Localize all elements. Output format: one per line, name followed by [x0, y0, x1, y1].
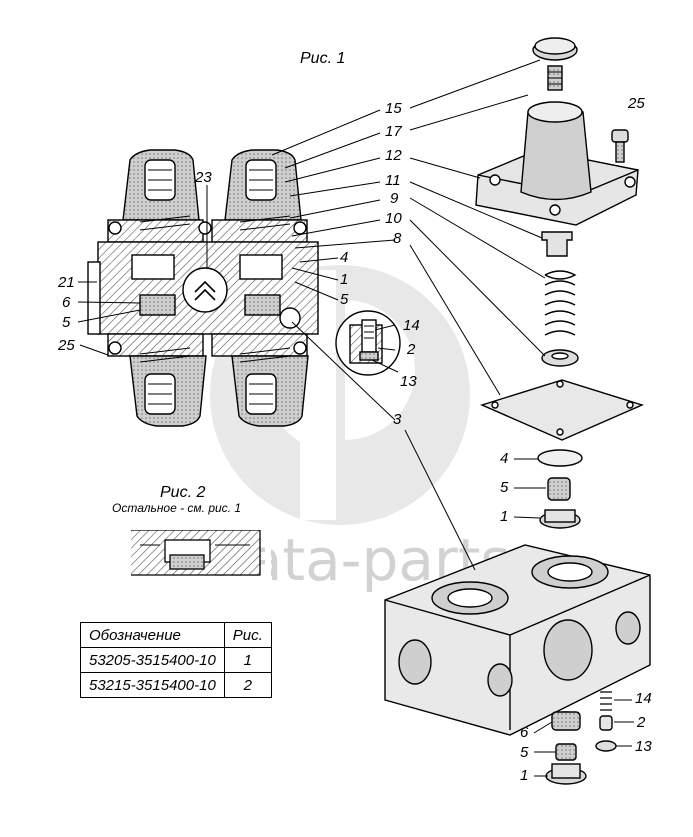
exploded-parts: [384, 37, 651, 785]
callout-9: 9: [390, 190, 399, 207]
table-header-figure: Рис.: [223, 622, 272, 648]
table-header-designation: Обозначение: [80, 622, 225, 648]
table-cell-figure: 1: [223, 647, 272, 673]
callout-3: 3: [393, 411, 402, 428]
callout-14-exploded: 14: [635, 690, 652, 707]
callout-labels: 15 17 12 11 9 10 8 23 4 1 5 21 6 5 25 25…: [57, 95, 652, 784]
designation-table: Обозначение Рис. 53205-3515400-10 1 5321…: [80, 622, 272, 698]
callout-2: 2: [406, 341, 416, 358]
callout-14: 14: [403, 317, 420, 334]
table-header-row: Обозначение Рис.: [80, 622, 272, 648]
table-row: 53205-3515400-10 1: [80, 647, 272, 673]
figure1-caption: Рис. 1: [300, 50, 345, 67]
callout-13: 13: [400, 373, 417, 390]
callout-5-exploded: 5: [500, 479, 509, 496]
callout-1-exploded: 1: [500, 508, 508, 525]
callout-6: 6: [62, 294, 71, 311]
callout-12: 12: [385, 147, 402, 164]
callout-4: 4: [340, 249, 348, 266]
lower-leader-lines: [513, 458, 634, 777]
callout-2-exploded: 2: [636, 714, 646, 731]
callout-23: 23: [194, 169, 212, 186]
table-cell-designation: 53215-3515400-10: [80, 672, 225, 698]
callout-17: 17: [385, 123, 402, 140]
sectional-view: [87, 149, 401, 427]
leader-lines: [77, 59, 546, 571]
callout-5-left: 5: [62, 314, 71, 331]
callout-1-lower: 1: [520, 767, 528, 784]
callout-25: 25: [627, 95, 645, 112]
table-row: 53215-3515400-10 2: [80, 672, 272, 698]
figure2-note: Остальное - см. рис. 1: [112, 501, 241, 515]
callout-25-left: 25: [57, 337, 75, 354]
figure2-detail: [125, 524, 271, 582]
table-cell-figure: 2: [223, 672, 272, 698]
callout-10: 10: [385, 210, 402, 227]
callout-6-exploded: 6: [520, 724, 529, 741]
callout-21: 21: [57, 274, 75, 291]
callout-13-exploded: 13: [635, 738, 652, 755]
callout-11: 11: [385, 172, 401, 189]
callout-5: 5: [340, 291, 349, 308]
callout-1: 1: [340, 271, 348, 288]
callout-8: 8: [393, 230, 402, 247]
callout-15: 15: [385, 100, 402, 117]
callout-4-exploded: 4: [500, 450, 508, 467]
table-cell-designation: 53205-3515400-10: [80, 647, 225, 673]
callout-5-lower: 5: [520, 744, 529, 761]
figure2-caption: Рис. 2: [160, 484, 205, 501]
